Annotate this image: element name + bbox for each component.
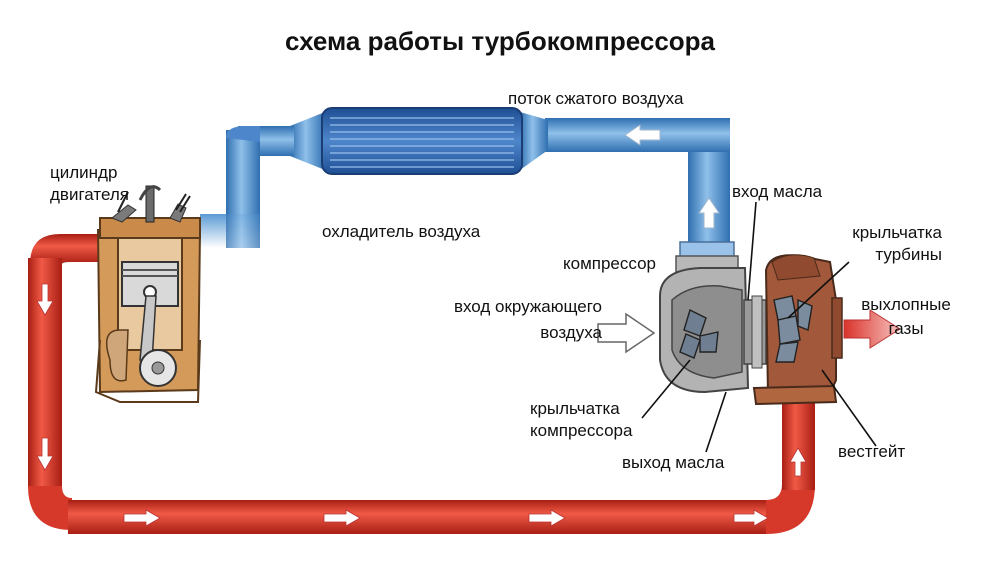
label-air-cooler: охладитель воздуха (322, 222, 481, 241)
label-ambient-air-inlet-line1: вход окружающего (453, 297, 602, 316)
exhaust-flow-arrows (36, 283, 807, 527)
label-compressor-wheel-line2: компрессора (530, 421, 633, 440)
label-turbine-wheel: крыльчатка турбины (806, 222, 942, 266)
turbocharger (659, 241, 843, 406)
label-turbine-wheel-line1: крыльчатка (852, 223, 942, 242)
label-compressor-wheel-line1: крыльчатка (530, 399, 620, 418)
label-exhaust-gases-line1: выхлопные (861, 295, 951, 314)
air-cooler (321, 107, 523, 175)
engine-cylinder (94, 185, 202, 403)
label-exhaust-gases-line2: газы (888, 319, 924, 338)
exhaust-out-arrow (843, 309, 901, 349)
label-wastegate: вестгейт (838, 442, 906, 461)
air-flow-arrows (624, 124, 720, 229)
label-oil-outlet: выход масла (622, 453, 725, 472)
label-compressor: компрессор (563, 254, 656, 273)
label-engine-cylinder-line2: двигателя (50, 185, 129, 204)
label-engine-cylinder: цилиндр двигателя (50, 162, 129, 206)
leader-lines (641, 201, 877, 453)
label-compressed-air-flow: поток сжатого воздуха (508, 89, 684, 108)
label-ambient-air-inlet-line2: воздуха (540, 323, 602, 342)
ambient-air-arrow (597, 312, 656, 354)
label-oil-inlet: вход масла (732, 182, 823, 201)
label-exhaust-gases: выхлопные газы (856, 294, 956, 340)
label-ambient-air-inlet: вход окружающего воздуха (400, 296, 602, 344)
diagram-title: схема работы турбокомпрессора (284, 26, 716, 56)
label-compressor-wheel: крыльчатка компрессора (530, 398, 632, 442)
label-engine-cylinder-line1: цилиндр (50, 163, 118, 182)
label-turbine-wheel-line2: турбины (875, 245, 942, 264)
compressed-air-pipe (200, 112, 730, 250)
exhaust-pipe (28, 234, 815, 534)
